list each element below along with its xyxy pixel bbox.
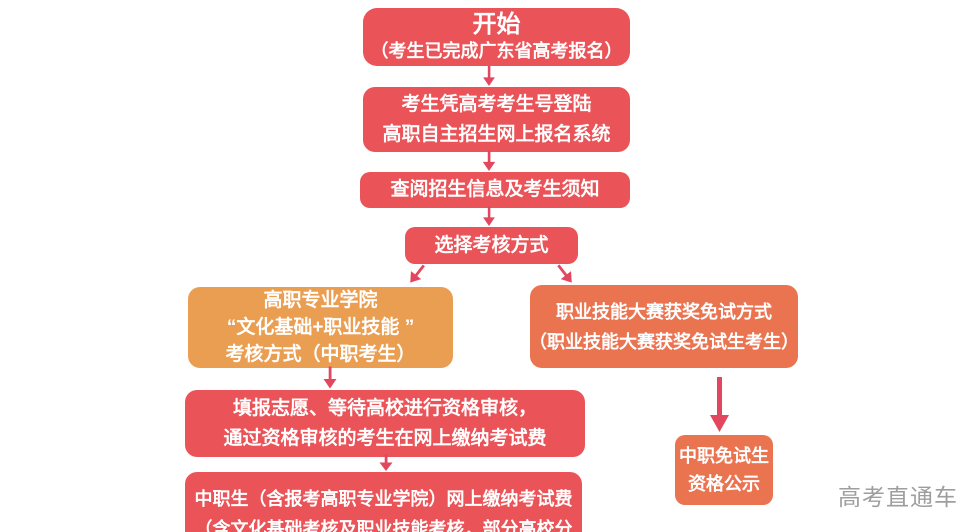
node-pay: 中职生（含报考高职专业学院）网上缴纳考试费 （含文化基础考核及职业技能考核，部分… (185, 472, 582, 532)
node-method-exempt-line2: （职业技能大赛获奖免试生考生） (529, 331, 799, 352)
arrow-down-icon (480, 206, 498, 226)
node-start-subtitle: （考生已完成广东省高考报名） (370, 41, 623, 61)
arrow-down-icon (480, 66, 498, 86)
node-method-exempt-line1: 职业技能大赛获奖免试方式 (556, 301, 772, 322)
node-method-exempt: 职业技能大赛获奖免试方式 （职业技能大赛获奖免试生考生） (529, 285, 799, 368)
arrow-down-icon (377, 454, 395, 471)
node-apply-line1: 填报志愿、等待高校进行资格审核， (232, 397, 537, 419)
node-start: 开始 （考生已完成广东省高考报名） (363, 8, 630, 66)
node-apply: 填报志愿、等待高校进行资格审核， 通过资格审核的考生在网上缴纳考试费 (185, 390, 585, 457)
arrow-down-icon (321, 366, 339, 389)
node-publicity-line2: 资格公示 (688, 474, 760, 494)
node-choose-method: 选择考核方式 (405, 227, 578, 264)
node-publicity: 中职免试生 资格公示 (675, 435, 773, 505)
arrow-down-icon (707, 377, 732, 432)
node-read-info: 查阅招生信息及考生须知 (360, 172, 630, 208)
node-method-college-line2: “文化基础+职业技能 ” (226, 317, 415, 338)
node-read-line1: 查阅招生信息及考生须知 (390, 179, 600, 200)
arrow-down-icon (480, 150, 498, 171)
arrow-down-left-icon (403, 260, 431, 288)
arrow-down-right-icon (551, 260, 579, 288)
node-pay-line1: 中职生（含报考高职专业学院）网上缴纳考试费 (194, 489, 573, 509)
watermark-logo: 高考直通车 (838, 484, 958, 510)
node-login-line2: 高职自主招生网上报名系统 (382, 123, 611, 145)
node-start-title: 开始 (472, 11, 521, 38)
node-method-college: 高职专业学院 “文化基础+职业技能 ” 考核方式（中职考生） (188, 287, 453, 368)
node-method-college-line1: 高职专业学院 (263, 290, 378, 311)
node-choose-line1: 选择考核方式 (434, 234, 549, 256)
node-login-line1: 考生凭高考考生号登陆 (401, 93, 592, 115)
node-apply-line2: 通过资格审核的考生在网上缴纳考试费 (223, 427, 547, 449)
node-login: 考生凭高考考生号登陆 高职自主招生网上报名系统 (363, 87, 630, 152)
node-method-college-line3: 考核方式（中职考生） (225, 344, 416, 365)
node-publicity-line1: 中职免试生 (679, 446, 769, 466)
node-pay-line2: （含文化基础考核及职业技能考核，部分高校分 (194, 519, 573, 532)
